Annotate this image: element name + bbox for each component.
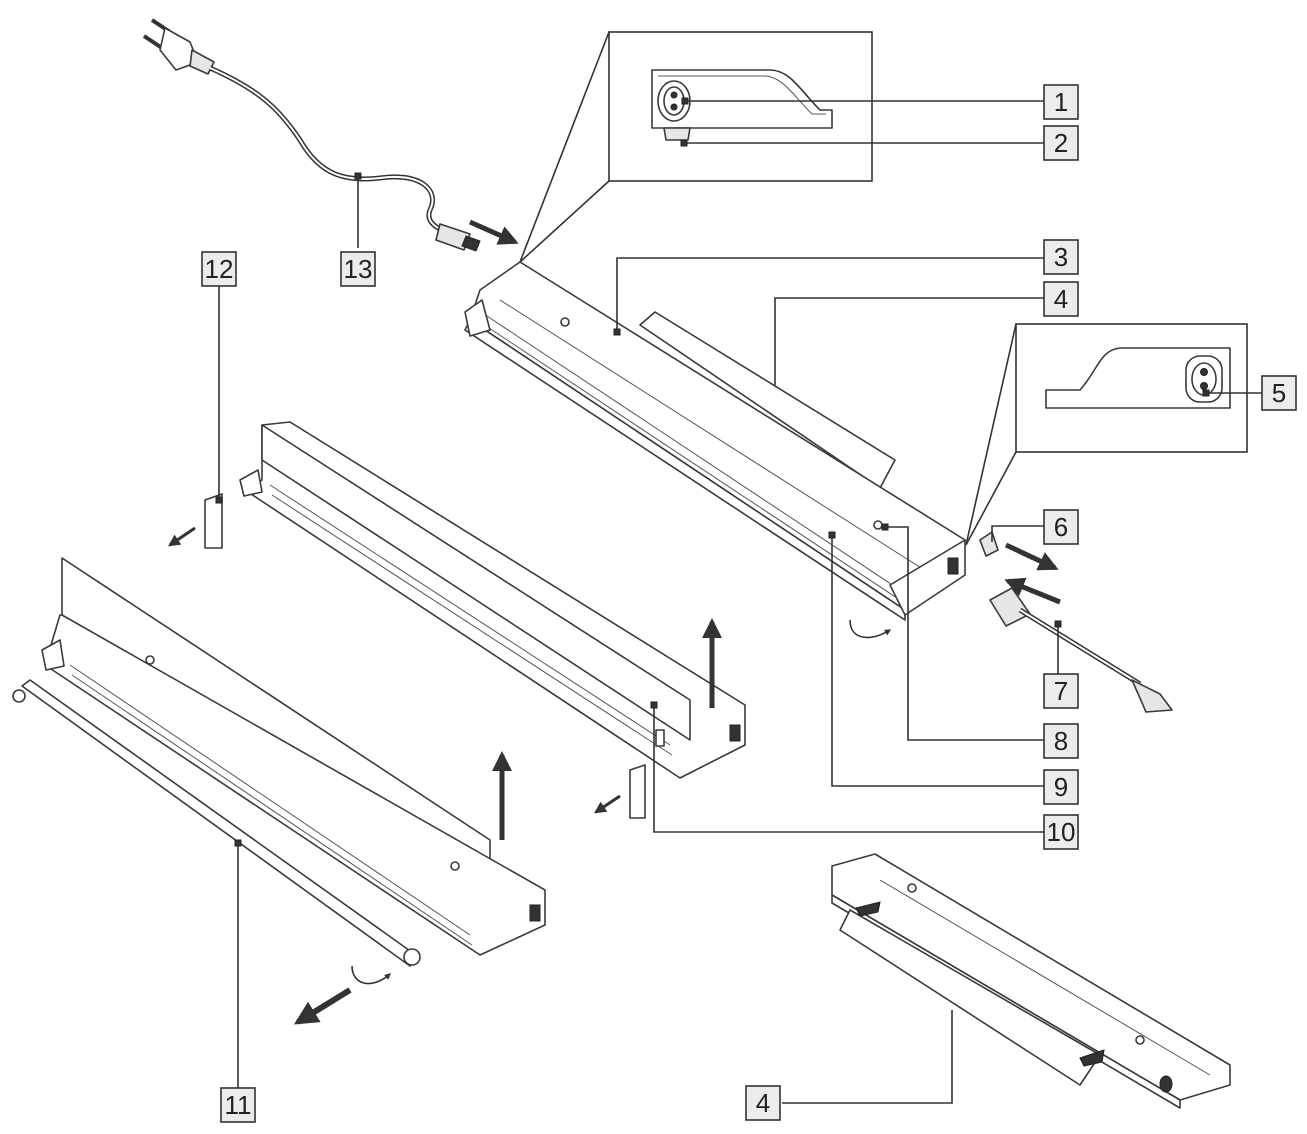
detail-inset-right — [965, 323, 1248, 546]
insert-direction-arrow — [468, 219, 519, 245]
tube-rotate-arrow — [351, 965, 391, 985]
svg-text:1: 1 — [1054, 87, 1068, 117]
svg-text:4: 4 — [756, 1088, 770, 1118]
label-6: 6 — [1043, 509, 1079, 545]
tube-remove-arrow — [293, 987, 352, 1025]
svg-text:7: 7 — [1054, 676, 1068, 706]
label-4-assembled: 4 — [745, 1085, 781, 1121]
svg-text:11: 11 — [225, 1090, 252, 1120]
svg-text:3: 3 — [1054, 242, 1068, 272]
label-8: 8 — [1043, 723, 1079, 759]
label-4: 4 — [1043, 281, 1079, 317]
assembled-luminaire — [831, 853, 1231, 1109]
connection-cable — [989, 587, 1173, 713]
detail-inset-top — [519, 31, 873, 263]
fluorescent-tube — [12, 679, 421, 967]
clip-remove-arrow-2 — [594, 794, 621, 814]
svg-text:10: 10 — [1047, 817, 1076, 847]
label-9: 9 — [1043, 769, 1079, 805]
cable-direction-arrow — [1004, 577, 1061, 605]
rotate-arrow — [849, 619, 892, 639]
clip-10 — [629, 764, 646, 819]
svg-text:6: 6 — [1054, 512, 1068, 542]
label-1: 1 — [1043, 84, 1079, 120]
label-5: 5 — [1261, 375, 1297, 411]
label-3: 3 — [1043, 239, 1079, 275]
cap-direction-arrow — [1004, 542, 1059, 571]
power-cord — [142, 18, 481, 252]
middle-luminaire — [239, 421, 746, 779]
leader-lines — [218, 100, 1262, 1104]
label-12: 12 — [201, 251, 237, 287]
svg-text:13: 13 — [344, 254, 373, 284]
lower-luminaire — [41, 557, 546, 956]
svg-text:9: 9 — [1054, 772, 1068, 802]
svg-text:5: 5 — [1272, 378, 1286, 408]
upper-luminaire — [464, 261, 966, 621]
label-11: 11 — [220, 1087, 256, 1123]
label-10: 10 — [1043, 814, 1079, 850]
svg-text:4: 4 — [1054, 284, 1068, 314]
svg-text:12: 12 — [205, 254, 234, 284]
svg-text:8: 8 — [1054, 726, 1068, 756]
clip-remove-arrow — [168, 526, 196, 547]
label-2: 2 — [1043, 125, 1079, 161]
clip-12 — [204, 493, 223, 549]
end-cap-part — [979, 531, 999, 557]
label-13: 13 — [340, 251, 376, 287]
leader-dots — [215, 97, 1210, 847]
label-7: 7 — [1043, 673, 1079, 709]
svg-text:2: 2 — [1054, 128, 1068, 158]
